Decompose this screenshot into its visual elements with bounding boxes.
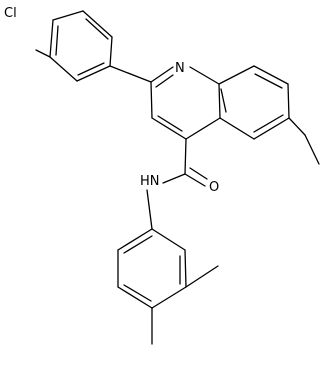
amide-nitrogen-label: HN (140, 174, 160, 189)
carboxamide-group (146, 138, 208, 230)
methyl-groups (151, 265, 219, 345)
benzo-ring (218, 65, 290, 140)
chlorophenyl-ring (49, 10, 113, 82)
pyridine-ring (150, 66, 221, 140)
chlorine-bond (35, 49, 51, 58)
ethyl-group (288, 117, 320, 165)
ring-nitrogen-label: N (175, 61, 185, 76)
carbonyl-oxygen-label: O (209, 180, 219, 195)
dimethylphenyl-ring (117, 228, 187, 309)
chlorine-label: Cl (4, 6, 17, 21)
aryl-link-bond (109, 65, 152, 83)
